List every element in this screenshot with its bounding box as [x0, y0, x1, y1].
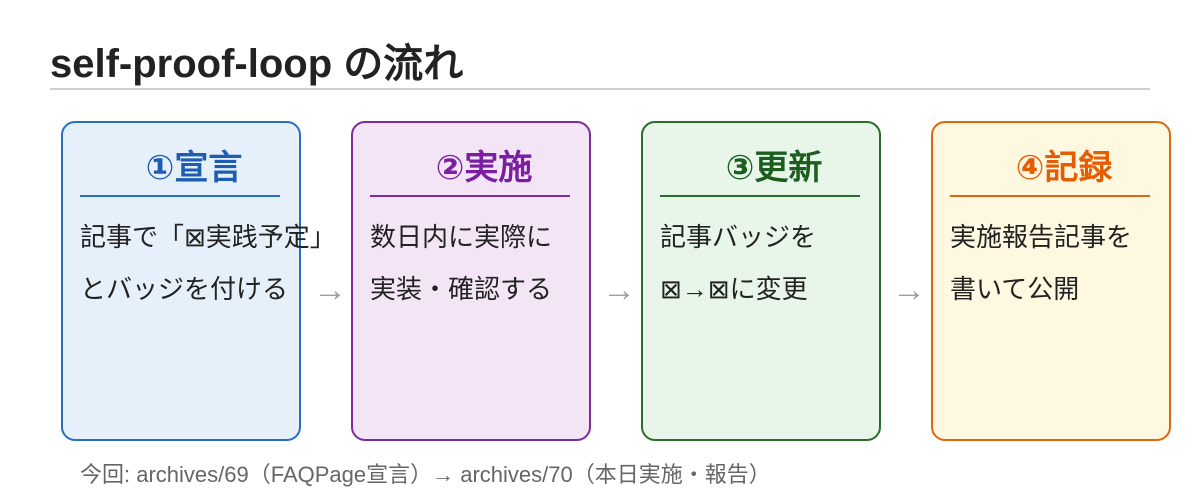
- step-description: 実施報告記事を 書いて公開: [950, 211, 1132, 315]
- step-description-line: 書いて公開: [950, 274, 1080, 304]
- step-description-line: 実施報告記事を: [950, 222, 1133, 252]
- step-description-line: 記事で「⊠実践予定」: [80, 222, 336, 252]
- step-description-line: とバッジを付ける: [80, 274, 289, 304]
- flow-arrow-icon: →: [313, 271, 347, 309]
- step-description-line: 記事バッジを: [660, 222, 817, 252]
- step-description: 記事バッジを ⊠→⊠に変更: [660, 211, 816, 315]
- title-rule: [50, 88, 1150, 90]
- flow-arrow-icon: →: [892, 271, 926, 309]
- step-title: ③更新: [725, 149, 823, 187]
- step-title: ①宣言: [145, 149, 243, 187]
- step-title: ④記録: [1015, 149, 1113, 187]
- step-divider: [660, 195, 860, 197]
- step-description: 数日内に実際に 実装・確認する: [370, 211, 552, 315]
- step-description-line: 実装・確認する: [370, 274, 553, 304]
- step-divider: [950, 195, 1150, 197]
- footer-note: 今回: archives/69（FAQPage宣言）→ archives/70（…: [80, 462, 771, 487]
- page-title: self-proof-loop の流れ: [50, 42, 464, 86]
- step-description-line: 数日内に実際に: [370, 222, 553, 252]
- step-implement-box: ②実施 数日内に実際に 実装・確認する: [351, 121, 591, 441]
- step-declare-box: ①宣言 記事で「⊠実践予定」 とバッジを付ける: [61, 121, 336, 441]
- step-update-box: ③更新 記事バッジを ⊠→⊠に変更: [641, 121, 881, 441]
- flow-arrow-icon: →: [602, 271, 636, 309]
- step-record-box: ④記録 実施報告記事を 書いて公開: [931, 121, 1171, 441]
- step-description-line: ⊠→⊠に変更: [660, 274, 808, 304]
- step-divider: [370, 195, 570, 197]
- step-description: 記事で「⊠実践予定」 とバッジを付ける: [80, 211, 336, 315]
- step-divider: [80, 195, 280, 197]
- step-title: ②実施: [435, 149, 533, 187]
